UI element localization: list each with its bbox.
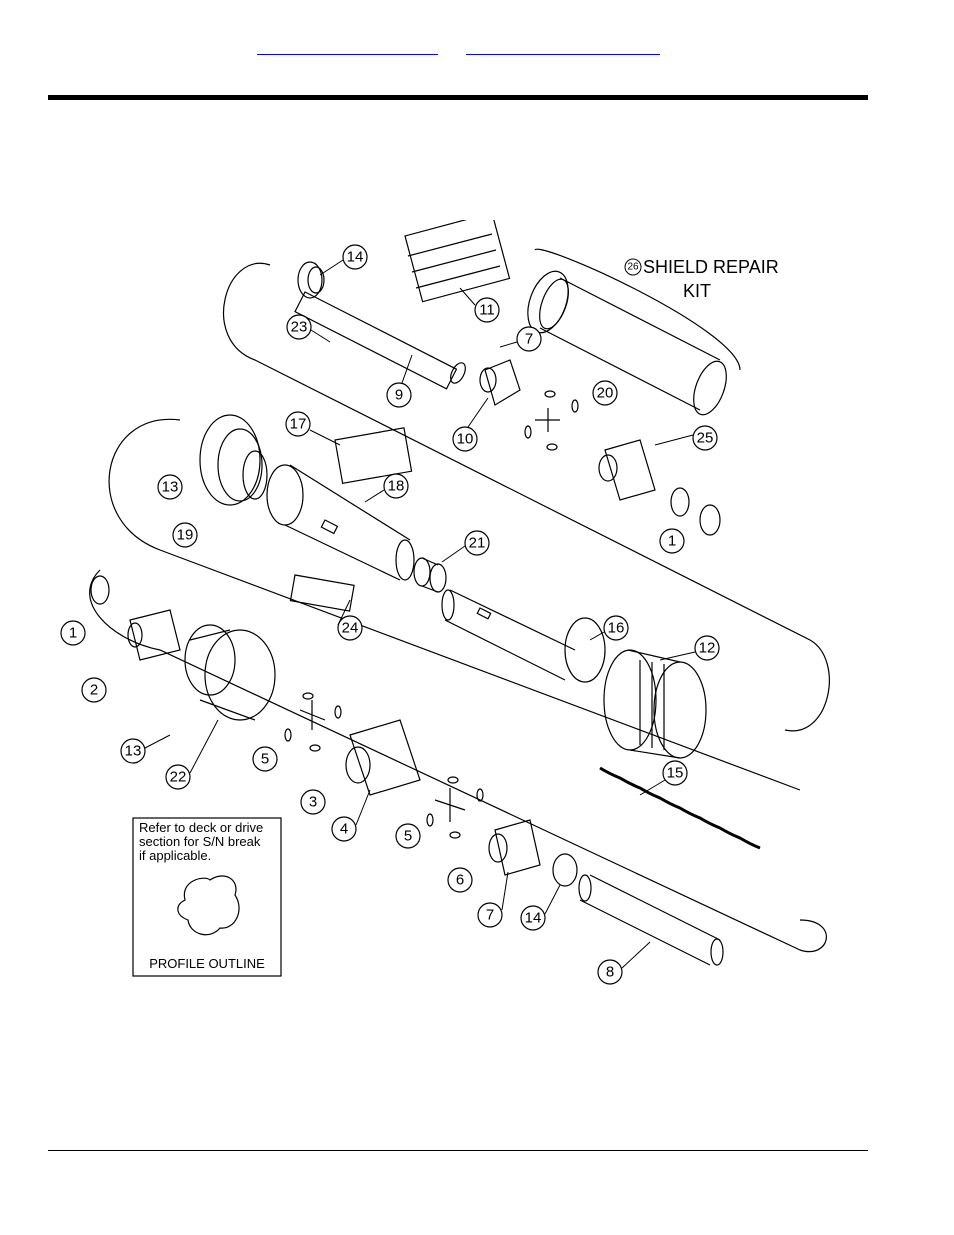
callout-18: 18 — [388, 478, 405, 495]
leader-lines — [144, 259, 696, 969]
callout-9: 9 — [395, 387, 403, 404]
header-link-2[interactable] — [466, 38, 660, 55]
shield-kit-callout: 26 SHIELD REPAIR KIT — [624, 257, 779, 301]
profile-outline-shape — [177, 875, 240, 936]
decal-11 — [404, 220, 511, 303]
callout-19: 19 — [177, 527, 194, 544]
bearing-14-top — [297, 261, 325, 299]
outer-shield-19 — [199, 414, 268, 506]
tube-8 — [578, 874, 724, 966]
callout-15: 15 — [667, 765, 684, 782]
header-link-1[interactable] — [257, 38, 438, 55]
yoke-2 — [90, 575, 181, 661]
callout-23: 23 — [291, 319, 308, 336]
outer-tube-18 — [266, 464, 415, 581]
shield-kit-label-2: KIT — [683, 281, 711, 301]
callout-21: 21 — [469, 535, 486, 552]
group-outline-middle — [108, 418, 801, 791]
header-rule — [48, 95, 868, 100]
callout-8: 8 — [606, 964, 614, 981]
callout-1-left: 1 — [69, 625, 77, 642]
decal-24 — [289, 574, 355, 612]
callout-7-bottom: 7 — [486, 907, 494, 924]
bushing-21 — [413, 557, 447, 593]
callout-24: 24 — [342, 620, 359, 637]
note-line-3: if applicable. — [139, 848, 211, 863]
shield-kit-label: SHIELD REPAIR — [643, 257, 779, 277]
shield-repair-kit — [527, 248, 741, 416]
callout-12: 12 — [699, 640, 716, 657]
callout-2: 2 — [90, 682, 98, 699]
callout-7-top: 7 — [525, 331, 533, 348]
bellows-12 — [603, 649, 707, 759]
callout-4: 4 — [340, 821, 348, 838]
callout-14-top: 14 — [347, 249, 364, 266]
inner-tube-9 — [294, 291, 466, 390]
callout-22: 22 — [170, 769, 187, 786]
callout-10: 10 — [457, 431, 474, 448]
exploded-parts-diagram: 14 11 23 9 7 10 20 25 1 17 18 13 19 21 2… — [60, 220, 830, 985]
callout-11: 11 — [479, 302, 495, 319]
callout-16: 16 — [608, 620, 625, 637]
decal-17 — [334, 427, 413, 485]
cross-5-left — [284, 692, 342, 752]
bearing-14-bottom — [552, 853, 578, 887]
yoke-25 — [598, 439, 721, 536]
profile-outline-caption: PROFILE OUTLINE — [149, 956, 265, 971]
note-line-1: Refer to deck or drive — [139, 820, 263, 835]
callout-5-right: 5 — [404, 828, 412, 845]
callout-3: 3 — [309, 794, 317, 811]
group-outline-upper — [222, 262, 830, 732]
callout-20: 20 — [597, 385, 614, 402]
callout-17: 17 — [290, 416, 307, 433]
note-box — [132, 817, 282, 977]
group-outline-lower — [89, 569, 827, 953]
inner-tube-16 — [441, 589, 606, 683]
callout-6: 6 — [456, 872, 464, 889]
note-line-2: section for S/N break — [139, 834, 261, 849]
callout-markers — [60, 244, 720, 985]
callout-13-top: 13 — [162, 479, 179, 496]
footer-rule — [48, 1150, 868, 1151]
svg-text:26: 26 — [627, 262, 639, 273]
callout-25: 25 — [697, 430, 714, 447]
chain-15 — [599, 766, 761, 850]
callout-14-bottom: 14 — [525, 910, 542, 927]
cross-5-right — [426, 776, 484, 839]
yoke-6 — [488, 819, 541, 876]
bellows-22 — [184, 624, 276, 721]
callout-5-left: 5 — [261, 751, 269, 768]
callout-13-left: 13 — [125, 743, 142, 760]
yoke-4 — [345, 719, 421, 796]
yoke-10 — [479, 359, 521, 406]
cross-20 — [524, 390, 579, 451]
callout-1-right: 1 — [668, 533, 676, 550]
